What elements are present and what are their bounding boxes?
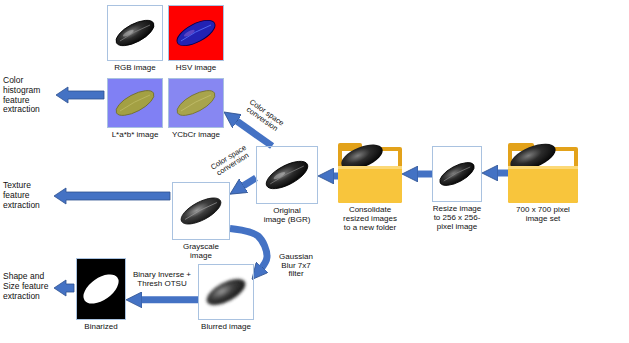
caption-text: L*a*b* image xyxy=(105,131,165,140)
image-thumbnail: RGB image xyxy=(107,5,163,61)
binary-mask xyxy=(78,269,123,310)
output-arrow xyxy=(56,87,104,103)
image-thumbnail: Original image (BGR) xyxy=(256,146,318,204)
image-ground xyxy=(107,5,163,61)
caption-text: YCbCr image xyxy=(166,131,226,140)
image-ground xyxy=(168,78,224,128)
caption-holder: 700 x 700 pixel image set xyxy=(515,206,571,224)
image-ground xyxy=(432,146,482,202)
image-ground xyxy=(256,146,318,204)
label-holder: Shape and Size feature extraction xyxy=(3,272,51,301)
flow-arrow xyxy=(138,296,198,303)
image-thumbnail: HSV image xyxy=(168,5,224,61)
caption-holder: Blurred image xyxy=(193,323,259,332)
folder-icon: Consolidate resized images to a new fold… xyxy=(338,143,402,203)
folder-edge xyxy=(508,166,578,169)
caption-text: Consolidate resized images to a new fold… xyxy=(341,206,399,233)
caption-text: Original image (BGR) xyxy=(262,207,312,225)
step-label: Texture feature extraction xyxy=(3,181,51,210)
step-label: Color histogram feature extraction xyxy=(3,76,53,115)
label-holder: Gaussian Blur 7x7 filter xyxy=(274,253,318,280)
insect-image xyxy=(262,156,312,194)
insect-image xyxy=(177,193,224,230)
image-ground xyxy=(172,182,230,240)
label-holder: Color histogram feature extraction xyxy=(3,76,53,115)
folder-edge xyxy=(338,166,402,169)
insect-image xyxy=(203,274,249,310)
image-thumbnail: Binarized xyxy=(76,258,126,320)
folder-front xyxy=(508,166,578,203)
edge-label: Color space conversion xyxy=(241,96,287,135)
caption-holder: Binarized xyxy=(73,323,129,332)
insect-image xyxy=(173,15,219,51)
flow-arrow xyxy=(414,171,432,178)
edge-label: Color space conversion xyxy=(208,142,254,180)
edge-label: Gaussian Blur 7x7 filter xyxy=(274,253,318,280)
caption-text: HSV image xyxy=(166,64,226,73)
caption-text: Grayscale image xyxy=(176,243,226,261)
insect-image xyxy=(112,86,157,121)
insect-image xyxy=(436,158,477,190)
flow-arrow xyxy=(330,173,338,180)
caption-holder: HSV image xyxy=(166,64,226,73)
image-ground xyxy=(76,258,126,320)
folder-icon: 700 x 700 pixel image set xyxy=(508,143,578,203)
label-holder: Color space conversion xyxy=(208,142,254,180)
output-arrow xyxy=(54,280,74,296)
caption-text: RGB image xyxy=(105,64,165,73)
label-holder: Color space conversion xyxy=(241,96,287,135)
caption-holder: YCbCr image xyxy=(166,131,226,140)
caption-text: 700 x 700 pixel image set xyxy=(515,206,571,224)
image-thumbnail: Grayscale image xyxy=(172,182,230,240)
image-thumbnail: YCbCr image xyxy=(168,78,224,128)
flow-arrow xyxy=(240,178,256,188)
caption-text: Resize image to 256 x 256-pixel image xyxy=(430,205,484,232)
image-thumbnail: Resize image to 256 x 256-pixel image xyxy=(432,146,482,202)
image-ground xyxy=(168,5,224,61)
edge-label: Binary Inverse + Thresh OTSU xyxy=(128,271,196,289)
caption-holder: Consolidate resized images to a new fold… xyxy=(341,206,399,233)
image-ground xyxy=(198,264,254,320)
output-arrow xyxy=(54,188,170,204)
label-holder: Texture feature extraction xyxy=(3,181,51,210)
label-holder: Binary Inverse + Thresh OTSU xyxy=(128,271,196,289)
caption-holder: Resize image to 256 x 256-pixel image xyxy=(430,205,484,232)
folder-front xyxy=(338,166,402,203)
caption-text: Blurred image xyxy=(193,323,259,332)
image-thumbnail: L*a*b* image xyxy=(107,78,163,128)
caption-holder: L*a*b* image xyxy=(105,131,165,140)
image-thumbnail: Blurred image xyxy=(198,264,254,320)
insect-image xyxy=(112,15,158,51)
step-label: Shape and Size feature extraction xyxy=(3,272,51,301)
insect-image xyxy=(173,86,218,121)
caption-holder: Grayscale image xyxy=(176,243,226,261)
caption-text: Binarized xyxy=(73,323,129,332)
flow-arrow xyxy=(494,170,508,177)
caption-holder: Original image (BGR) xyxy=(262,207,312,225)
image-ground xyxy=(107,78,163,128)
caption-holder: RGB image xyxy=(105,64,165,73)
